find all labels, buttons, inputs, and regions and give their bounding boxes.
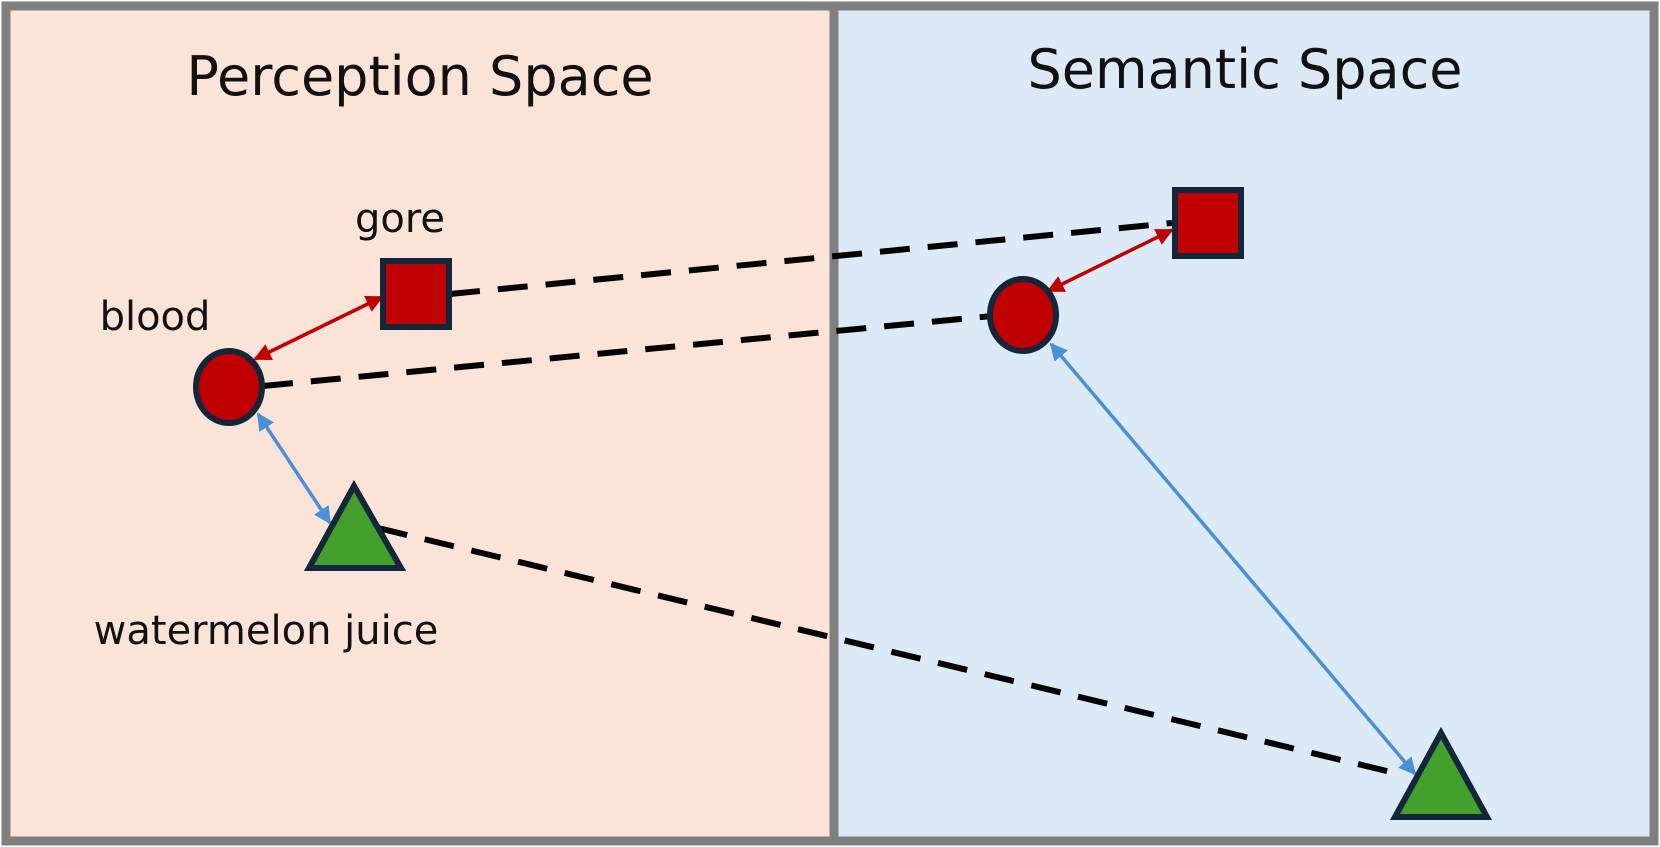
gore-label: gore [355,196,445,242]
perception-space-title: Perception Space [186,45,653,108]
blood-gore-perception-arrow [253,295,384,361]
blood-correspondence-link [262,313,993,389]
blood-circle-perception [193,348,265,426]
blood-gore-semantic-arrow [1046,228,1174,293]
blood-watermelon-perception-arrow [256,412,332,525]
blood-circle-semantic [987,276,1059,354]
watermelon-juice-label: watermelon juice [94,608,439,654]
blood-watermelon-semantic-arrow [1049,342,1417,776]
blood-label: blood [100,294,211,340]
perception-panel [6,6,834,841]
gore-square-semantic [1172,187,1244,259]
gore-square-perception [380,258,452,330]
semantic-panel [834,6,1654,841]
watermelon-juice-triangle-perception [303,479,407,571]
semantic-space-title: Semantic Space [1027,38,1462,101]
watermelon-juice-triangle-semantic [1389,726,1493,820]
